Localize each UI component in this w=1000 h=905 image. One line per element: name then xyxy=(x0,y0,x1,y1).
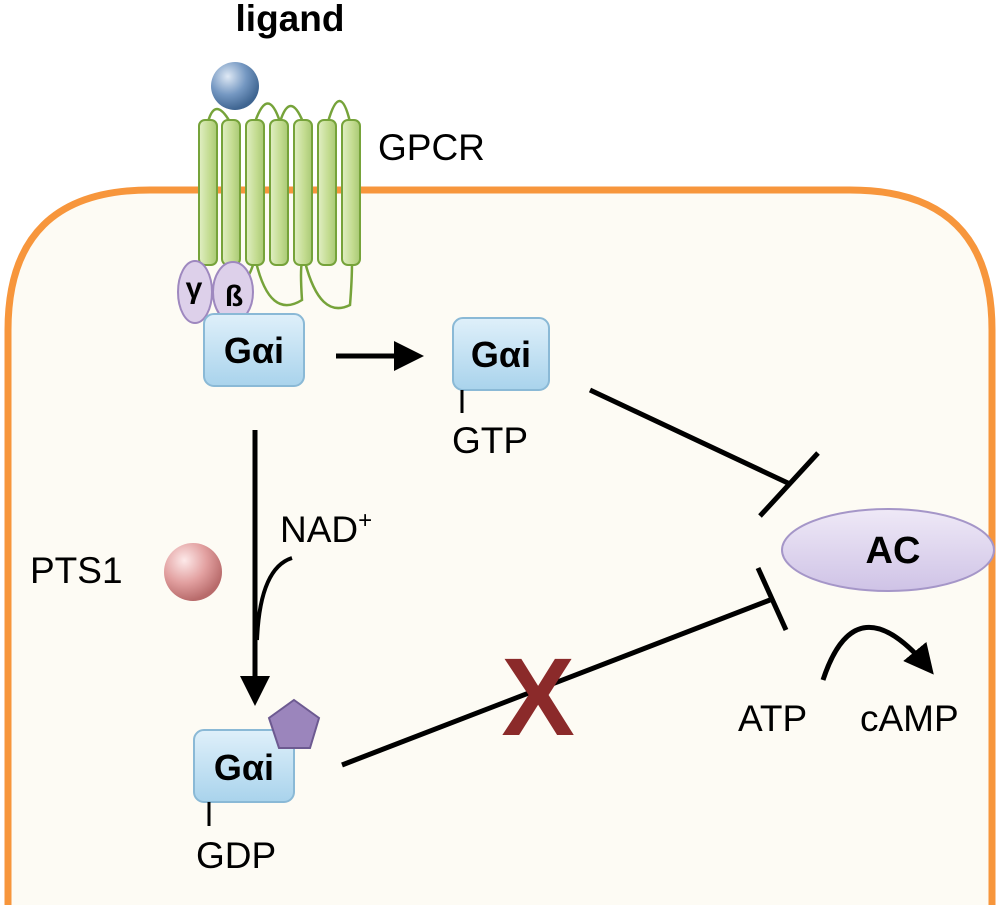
galpha-gdp-box xyxy=(193,729,295,803)
gtp-inhibition-bar xyxy=(758,451,820,518)
camp-label: cAMP xyxy=(860,698,959,739)
gtp-inhibition-line xyxy=(588,387,792,487)
nad-label: NAD+ xyxy=(280,507,372,550)
nad-superscript: + xyxy=(358,507,372,534)
galpha-gtp-label: Gαi xyxy=(471,334,531,375)
gdp-inhibition-line xyxy=(341,597,771,768)
pts1-label: PTS1 xyxy=(30,550,123,591)
gtp-label: GTP xyxy=(452,420,528,461)
galpha-top-label: Gαi xyxy=(224,330,284,371)
atp-camp-arrow xyxy=(820,625,934,681)
beta-label: ß xyxy=(225,280,243,313)
gamma-label: γ xyxy=(186,272,203,305)
pentagon-icon xyxy=(267,698,321,749)
ac-enzyme xyxy=(781,508,995,592)
pts1-sphere-icon xyxy=(164,543,222,601)
galpha-gtp-box xyxy=(452,317,550,391)
atp-label: ATP xyxy=(738,698,807,739)
nad-curve xyxy=(255,556,293,641)
gpcr-receptor xyxy=(206,100,354,310)
galpha-gdp-label: Gαi xyxy=(214,747,274,788)
gpcr-label: GPCR xyxy=(378,127,485,168)
gdp-inhibition-bar xyxy=(755,566,789,632)
ligand-label: ligand xyxy=(236,0,345,39)
blocked-mark: X xyxy=(501,636,574,759)
galpha-top-box xyxy=(203,313,305,387)
gdp-label: GDP xyxy=(196,835,276,876)
ac-label: AC xyxy=(866,530,921,572)
gpcr-helices xyxy=(198,119,361,266)
nad-text: NAD xyxy=(280,509,358,550)
ligand-sphere-icon xyxy=(211,62,259,110)
